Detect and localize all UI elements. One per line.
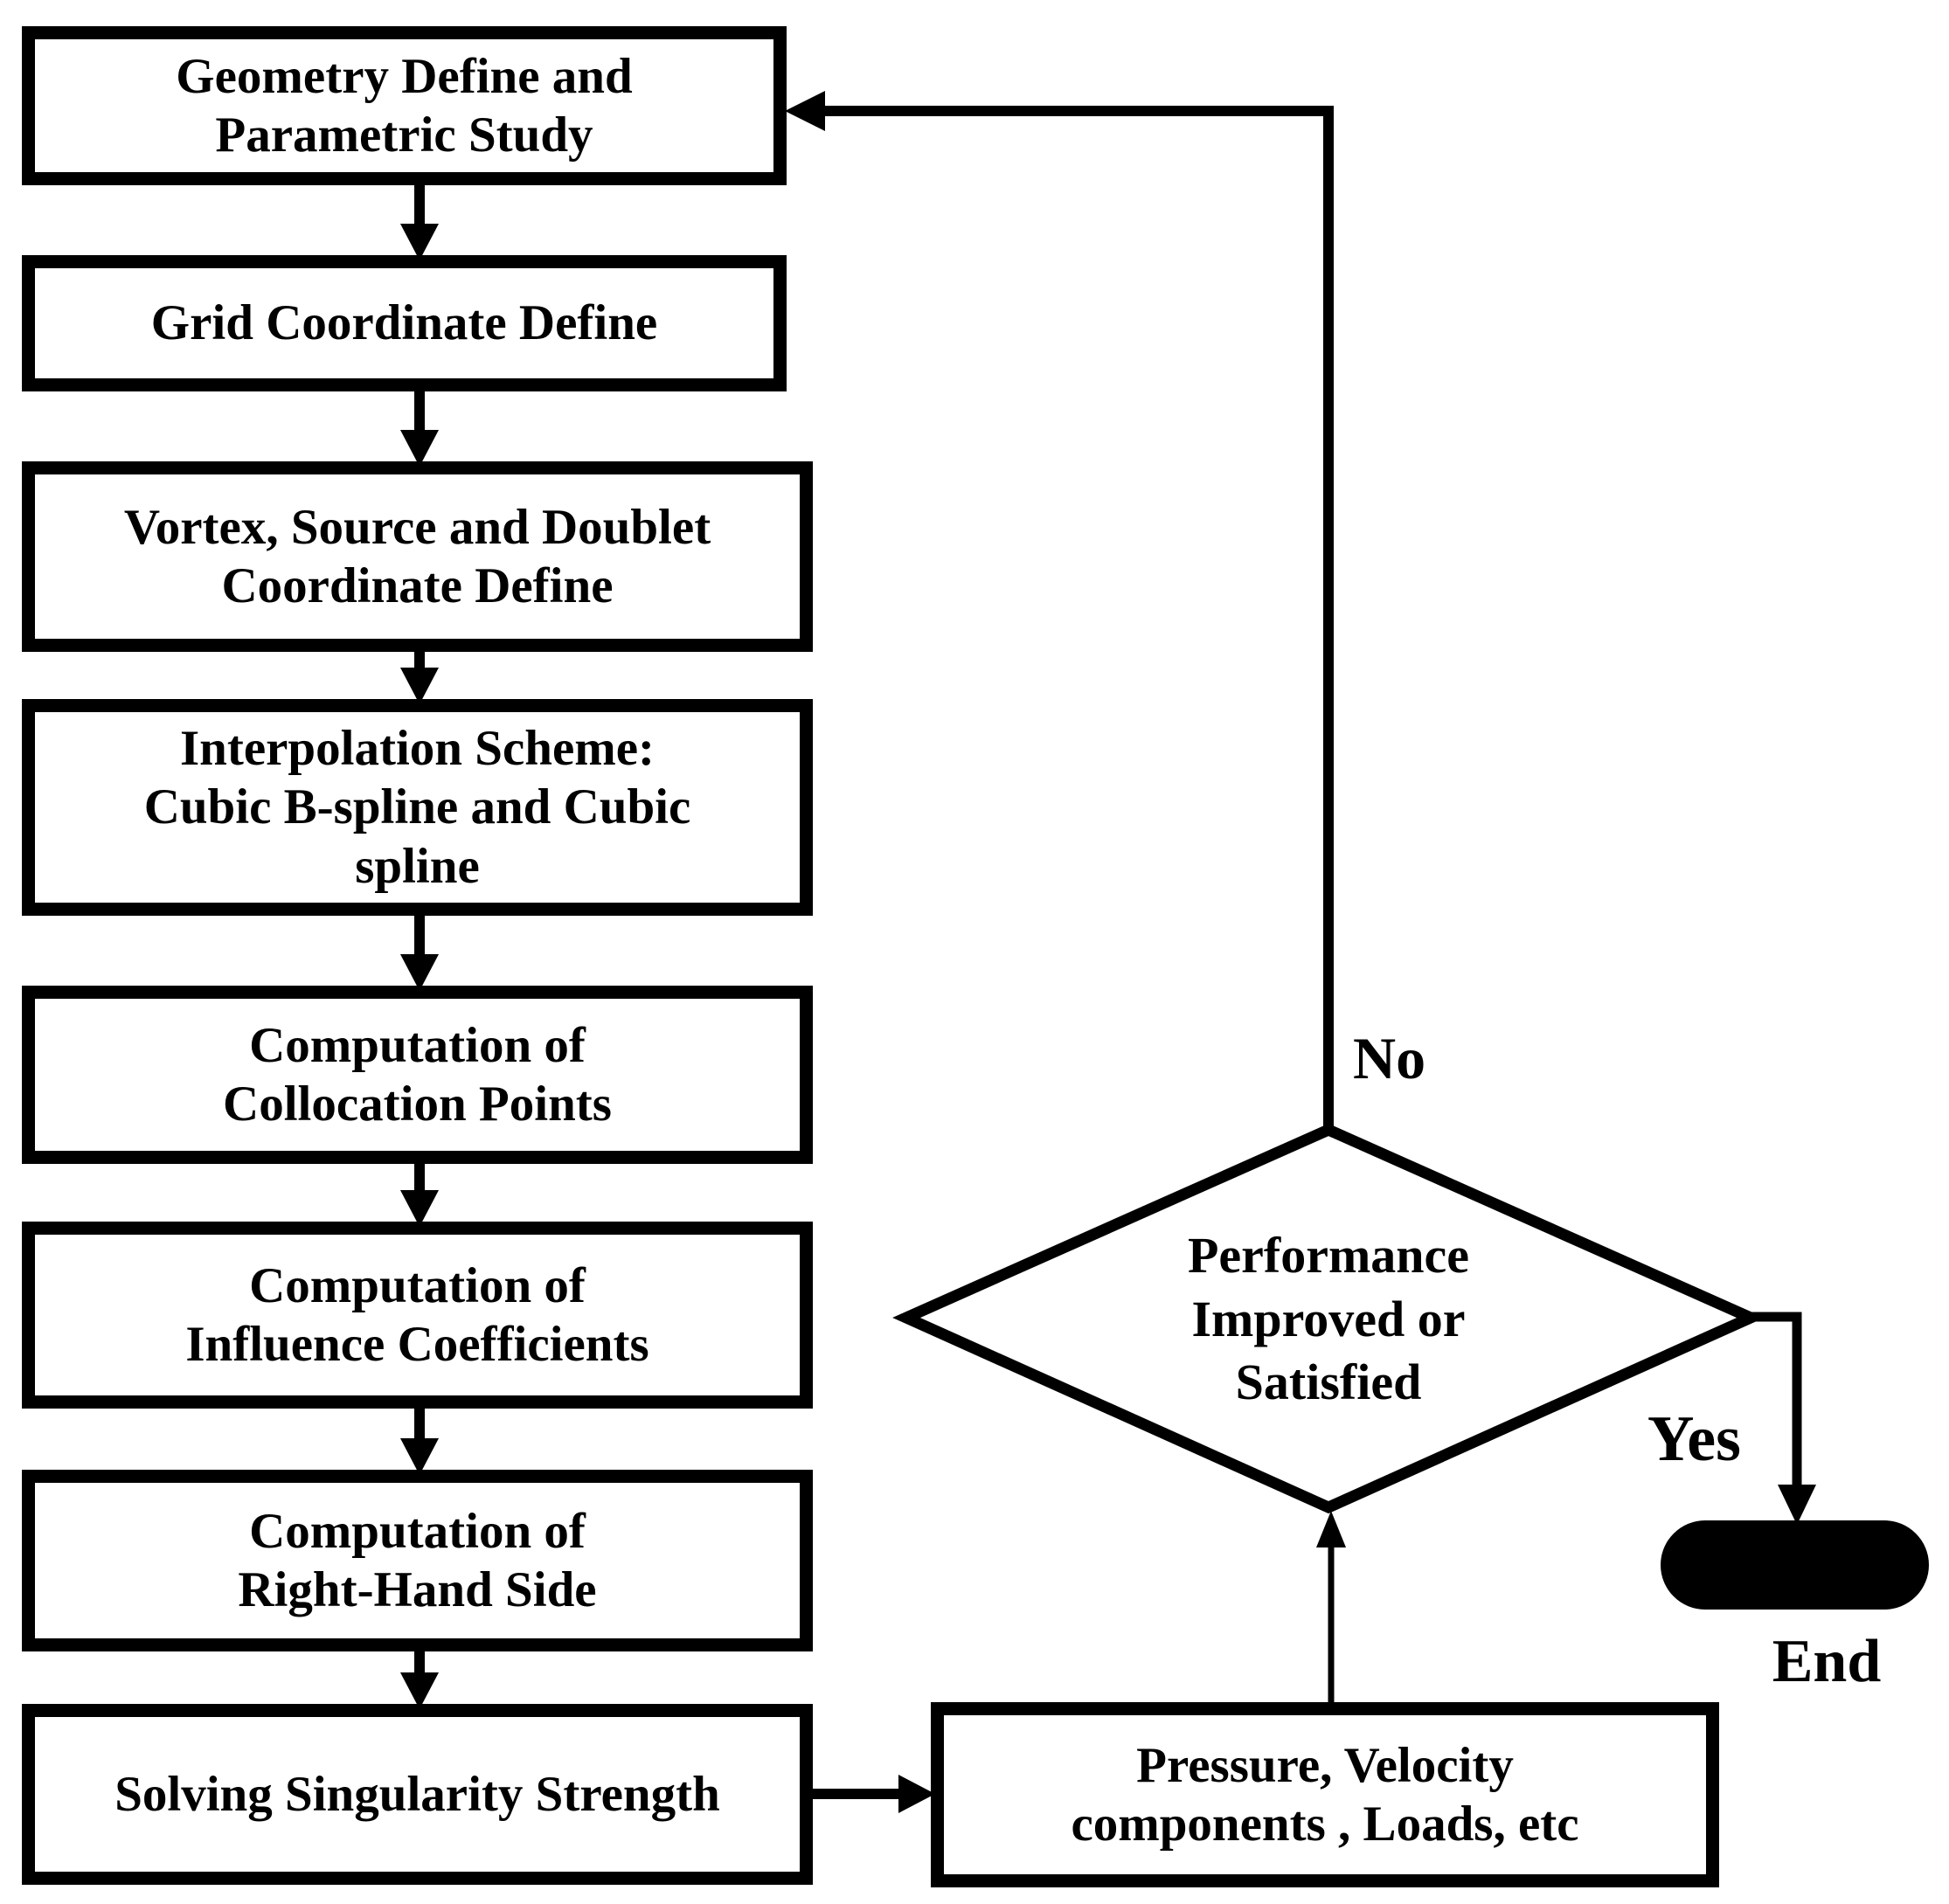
arrow-no-feedback [785, 91, 1334, 1130]
node-vortex-source-doublet: Vortex, Source and Doublet Coordinate De… [22, 461, 813, 652]
node-grid-coordinate: Grid Coordinate Define [22, 255, 787, 391]
arrow-yes-to-end [1751, 1312, 1816, 1525]
end-terminator [1661, 1520, 1929, 1610]
arrow-interpolation-to-collocation [400, 914, 439, 991]
decision-diamond [892, 1123, 1765, 1514]
node-right-hand-side: Computation of Right-Hand Side [22, 1470, 813, 1651]
node-geometry-define: Geometry Define and Parametric Study [22, 26, 787, 185]
label-no: No [1353, 1025, 1426, 1091]
node-pressure-velocity-outputs: Pressure, Velocity components , Loads, e… [931, 1702, 1719, 1887]
arrow-collocation-to-influence [400, 1162, 439, 1227]
arrow-solving-to-outputs [813, 1775, 935, 1813]
arrow-vortex-to-interpolation [400, 650, 439, 704]
label-yes: Yes [1647, 1403, 1741, 1475]
node-collocation-points: Computation of Collocation Points [22, 986, 813, 1164]
node-solving-singularity: Solving Singularity Strength [22, 1704, 813, 1885]
label-end: End [1772, 1628, 1882, 1695]
node-interpolation-scheme: Interpolation Scheme: Cubic B-spline and… [22, 699, 813, 916]
arrow-outputs-to-decision [1316, 1511, 1346, 1702]
arrow-influence-to-rhs [400, 1407, 439, 1475]
decision-performance-label: Performance Improved or Satisfied [1187, 1227, 1470, 1411]
node-influence-coefficients: Computation of Influence Coefficients [22, 1222, 813, 1409]
arrow-grid-to-vortex [400, 390, 439, 467]
arrow-rhs-to-solving [400, 1650, 439, 1709]
arrow-geometry-to-grid [400, 183, 439, 260]
